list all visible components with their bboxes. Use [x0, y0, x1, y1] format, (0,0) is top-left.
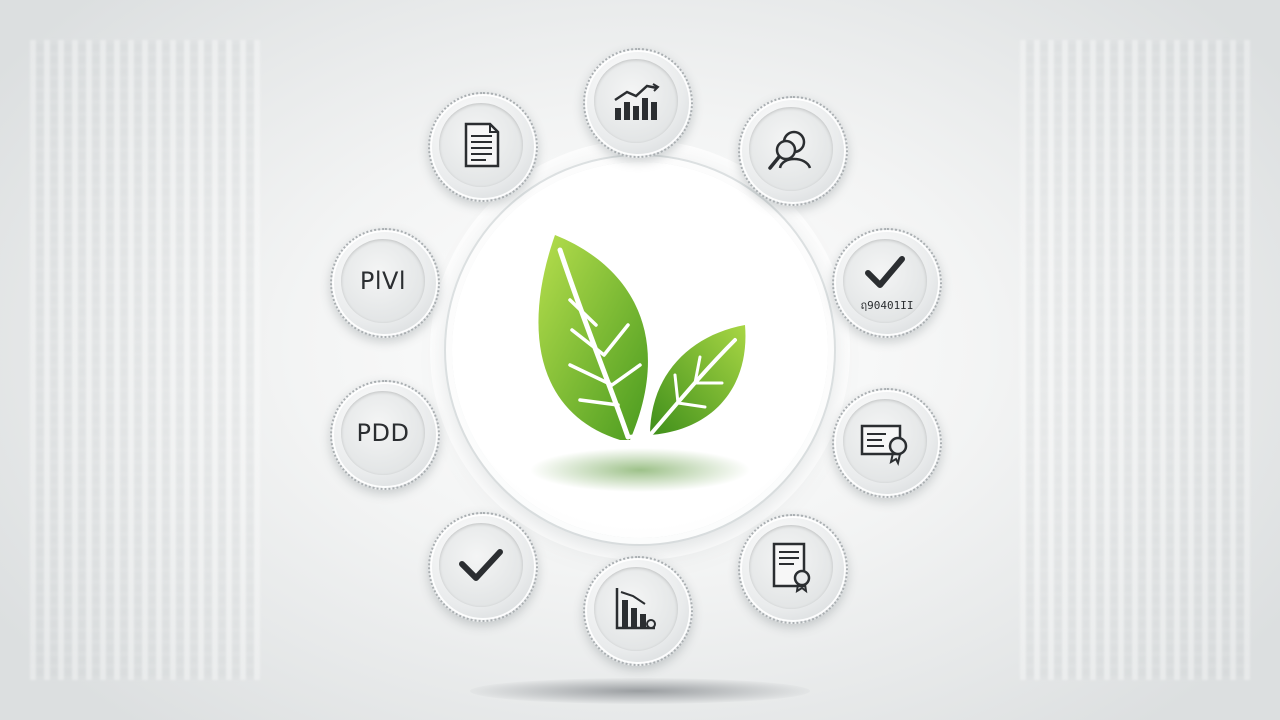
document-icon [464, 122, 500, 168]
plv-badge: PlVl [330, 228, 440, 338]
bar-chart-icon [615, 588, 656, 630]
search-person-badge [738, 96, 848, 206]
report-seal-icon [772, 542, 811, 594]
plv-label: PlVl [359, 267, 407, 295]
growth-chart-badge [583, 48, 693, 158]
certificate-badge [832, 388, 942, 498]
pdd-badge: PDD [330, 380, 440, 490]
check-icon [865, 256, 905, 288]
leaf-icon [530, 235, 750, 492]
report-seal-badge [738, 514, 848, 624]
growth-chart-icon [614, 83, 660, 120]
verified-check-badge: ฤ90401II [832, 228, 942, 338]
background-pattern-right [1020, 40, 1250, 680]
verified-check-caption: ฤ90401II [860, 299, 914, 312]
background-pattern-left [30, 40, 260, 680]
pdd-label: PDD [356, 419, 410, 447]
bar-chart-badge [583, 556, 693, 666]
check-icon [459, 549, 503, 581]
floor-shadow [470, 678, 810, 704]
document-badge [428, 92, 538, 202]
check-badge [428, 512, 538, 622]
certificate-icon [860, 424, 908, 466]
search-person-icon [768, 130, 812, 170]
